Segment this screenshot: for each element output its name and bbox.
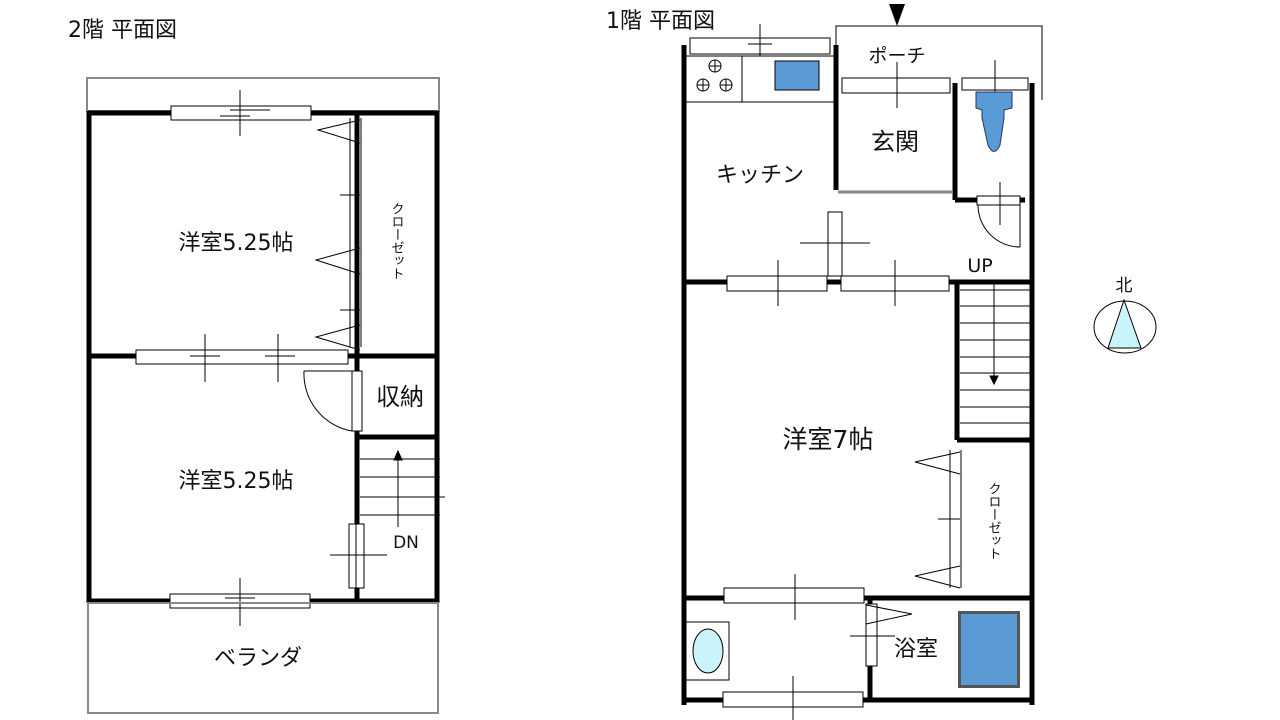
floor2-title: 2階 平面図: [68, 18, 177, 43]
floor2-windows: [135, 90, 349, 626]
room-label-2f-north: 洋室5.25帖: [179, 231, 294, 256]
floor1-walls: [681, 45, 1035, 705]
entrance-label: 玄関: [871, 128, 919, 156]
porch-label: ポーチ: [868, 45, 925, 67]
stair-door-2f: [330, 523, 387, 589]
kitchen-label: キッチン: [716, 163, 804, 188]
closet-folding-doors-2f: [314, 118, 362, 351]
stairs-up-label: UP: [967, 255, 992, 277]
washbasin: [685, 621, 730, 681]
porch-outline: [835, 25, 1043, 100]
stairs-2f: [360, 449, 445, 527]
closet-label-2f: クローゼット: [389, 202, 405, 280]
north-label: 北: [1116, 276, 1133, 296]
closet-folding-doors-1f: [914, 450, 962, 589]
room-label-2f-south: 洋室5.25帖: [179, 469, 294, 494]
western-room-label: 洋室7帖: [783, 425, 874, 454]
toilet-fixture: [975, 91, 1013, 152]
floor1-title: 1階 平面図: [606, 9, 715, 34]
floor2-plan: 2階 平面図: [68, 18, 445, 714]
north-arrow-icon: [1107, 298, 1142, 349]
closet-label-1f: クローゼット: [986, 482, 1002, 560]
north-compass: 北: [1093, 276, 1157, 354]
veranda-outline: [87, 602, 439, 714]
stairs-1f: [960, 280, 1030, 424]
floor1-windows: [689, 24, 1029, 720]
floor1-plan: 1階 平面図: [606, 4, 1043, 720]
bathtub: [958, 611, 1020, 688]
bath-label: 浴室: [894, 637, 938, 662]
toilet-door: [976, 182, 1021, 248]
kitchen-sink: [774, 60, 820, 91]
entrance-arrow-icon: [889, 4, 905, 26]
storage-label: 収納: [376, 383, 424, 411]
stairs-dn-label: DN: [393, 533, 419, 553]
storage-door: [303, 370, 363, 432]
veranda-label: ベランダ: [214, 646, 302, 671]
bath-door: [850, 603, 913, 667]
kitchen-counter: [685, 55, 835, 103]
